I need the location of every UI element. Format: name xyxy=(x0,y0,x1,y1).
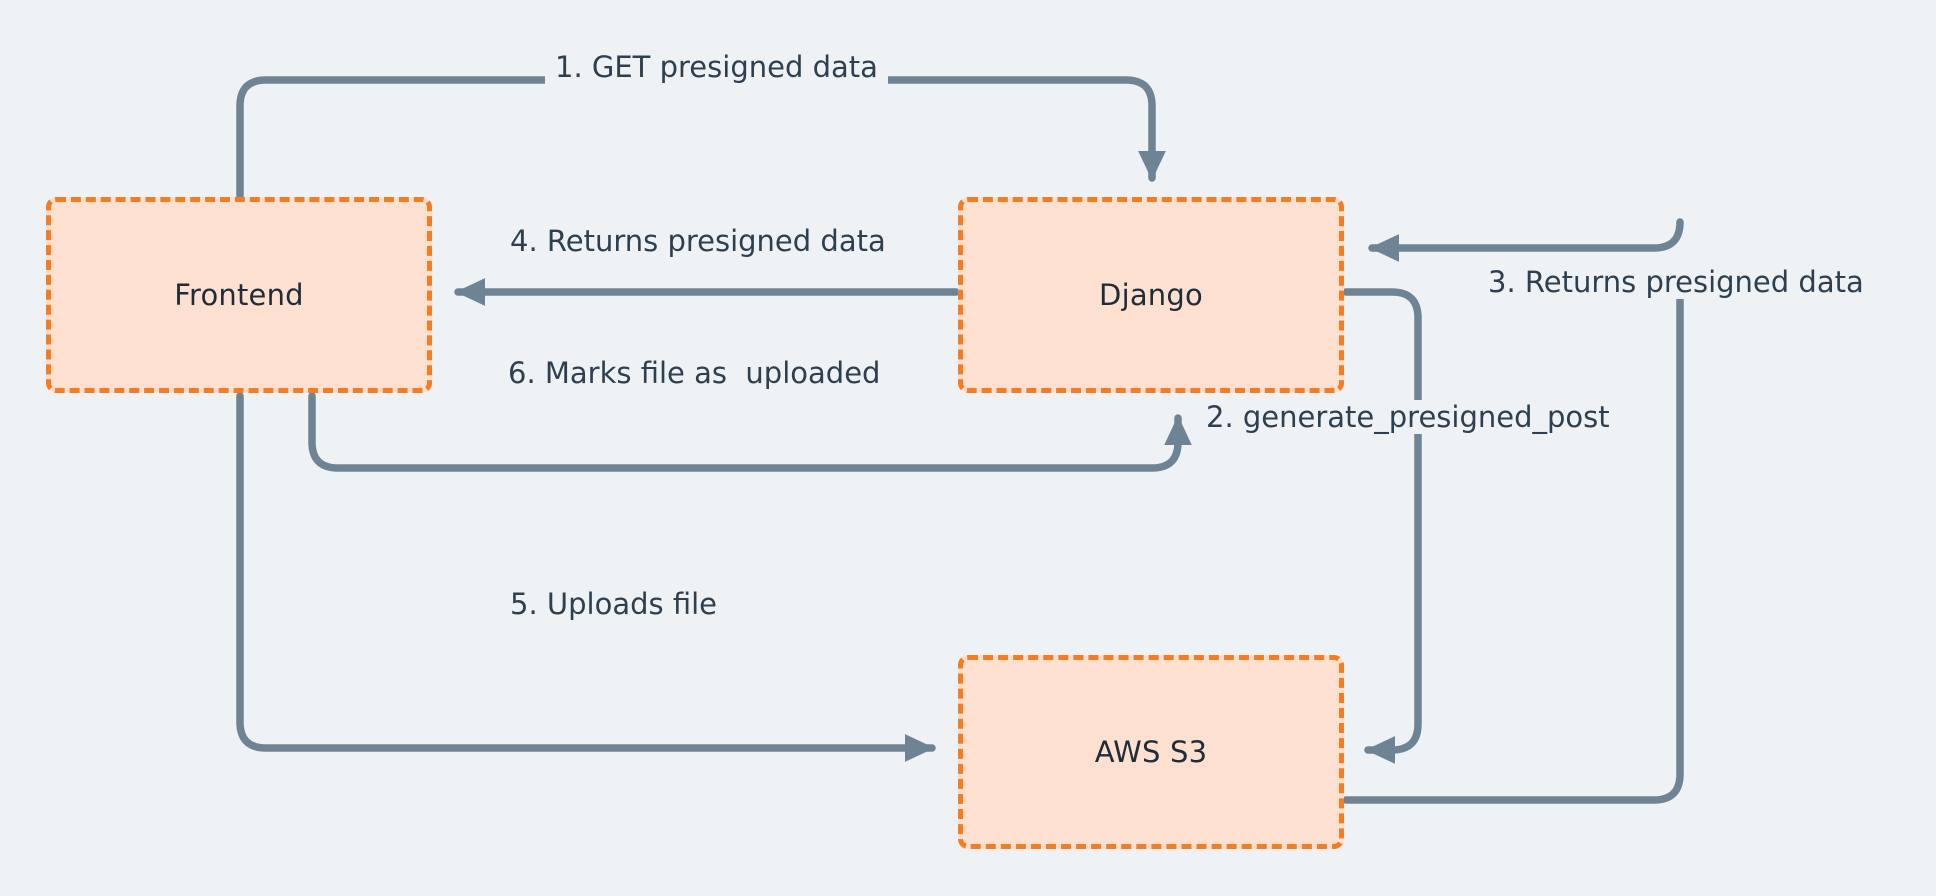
edge-5-path xyxy=(236,392,936,762)
edge-label-6: 6. Marks file as uploaded xyxy=(498,356,891,390)
edge-label-1: 1. GET presigned data xyxy=(545,50,888,84)
edge-3-path-b xyxy=(1368,218,1684,262)
node-django-label: Django xyxy=(1099,278,1203,312)
node-frontend-label: Frontend xyxy=(174,278,304,312)
node-aws-s3[interactable]: AWS S3 xyxy=(958,655,1344,849)
edge-label-2: 2. generate_presigned_post xyxy=(1196,400,1620,434)
node-aws-s3-label: AWS S3 xyxy=(1094,735,1208,769)
edge-3-path xyxy=(1342,270,1684,804)
node-django[interactable]: Django xyxy=(958,197,1344,393)
edge-label-3: 3. Returns presigned data xyxy=(1478,265,1874,299)
edge-6-path xyxy=(308,392,1192,472)
node-frontend[interactable]: Frontend xyxy=(46,197,432,393)
edge-label-5: 5. Uploads file xyxy=(500,587,727,621)
edge-1-path xyxy=(236,76,1166,200)
edge-label-4: 4. Returns presigned data xyxy=(500,224,896,258)
edge-2-path xyxy=(1342,288,1422,764)
